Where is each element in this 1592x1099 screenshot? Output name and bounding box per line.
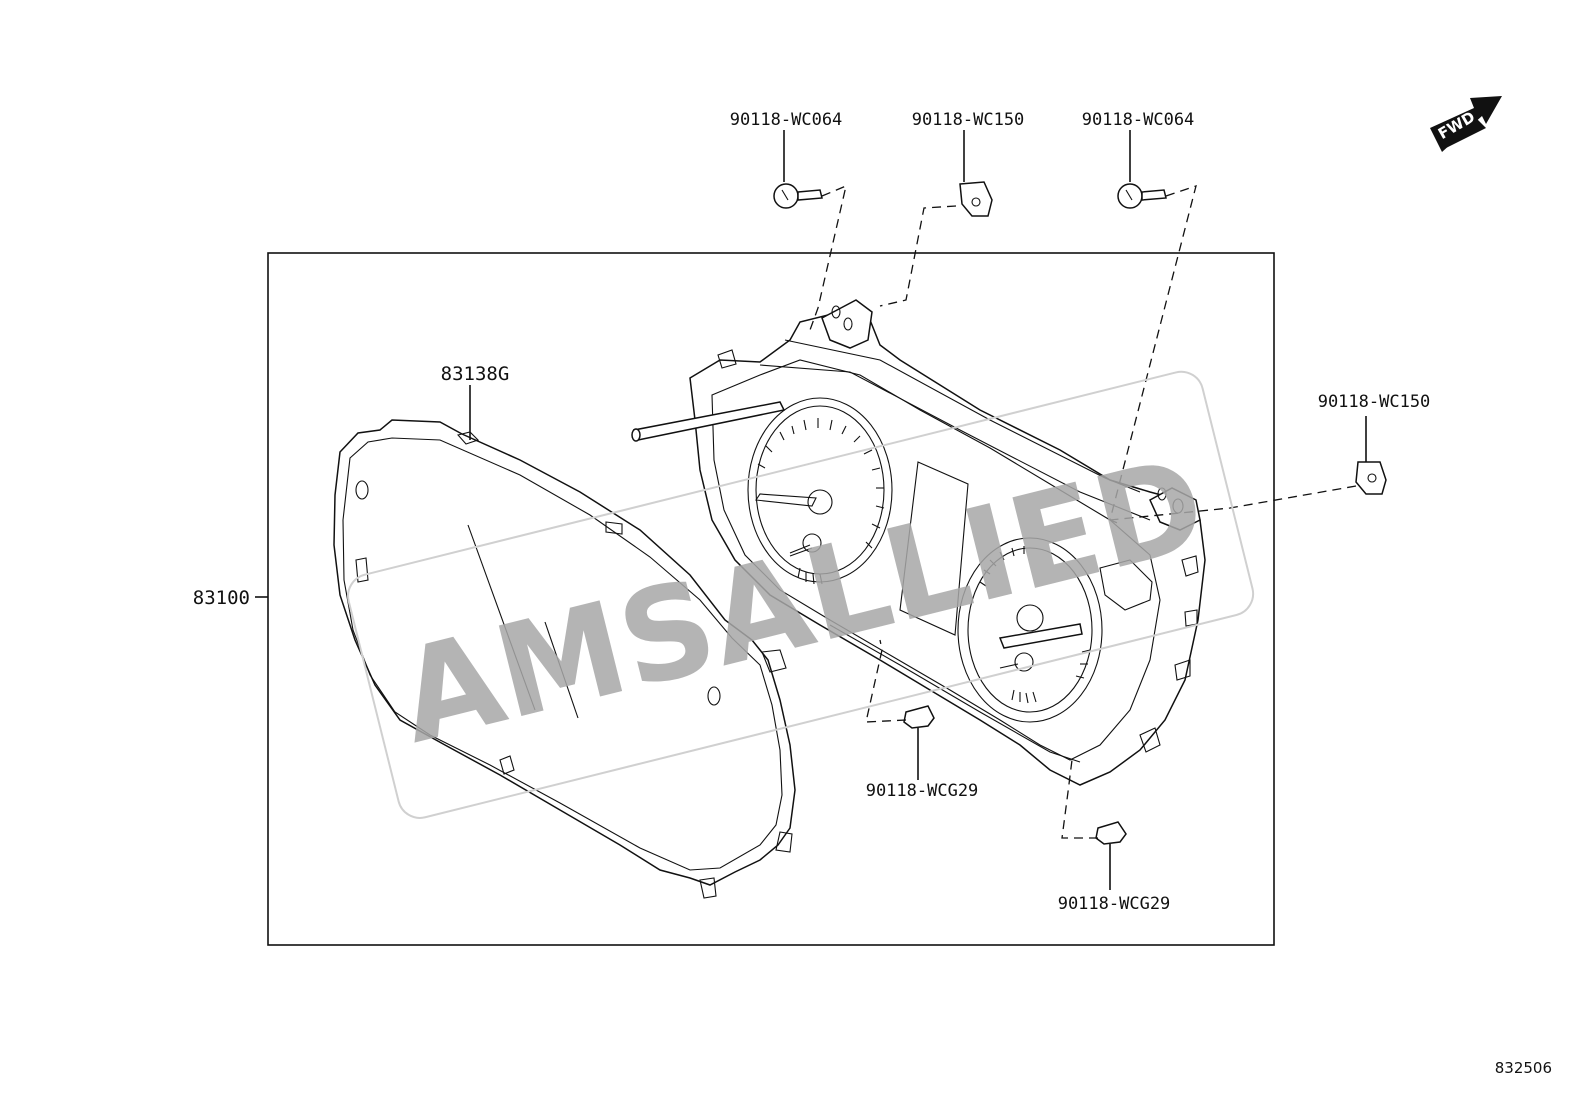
leader-lines <box>255 130 1367 890</box>
label-assembly: 83100 <box>193 587 250 609</box>
assembly-dashed-lines <box>809 184 1357 839</box>
left-gauge-ticks <box>757 418 885 585</box>
label-clip-right: 90118-WC150 <box>1318 392 1431 412</box>
label-screw-left: 90118-WC064 <box>730 110 843 130</box>
right-gauge-ticks <box>979 546 1091 704</box>
diagram-id: 832506 <box>1495 1059 1552 1077</box>
label-clip-bottom-right: 90118-WCG29 <box>1058 894 1171 914</box>
clip-bottom-center <box>903 705 935 729</box>
label-screw-right: 90118-WC064 <box>1082 110 1195 130</box>
lens-cover <box>333 419 796 899</box>
clip-right <box>1355 461 1387 495</box>
label-clip-bottom-center: 90118-WCG29 <box>866 781 979 801</box>
label-clip-top: 90118-WC150 <box>912 110 1025 130</box>
assembly-frame <box>267 252 1275 946</box>
screw-right <box>1117 183 1167 209</box>
screw-left <box>773 183 823 209</box>
fwd-arrow-icon: FWD <box>1430 96 1502 152</box>
combination-meter <box>631 299 1206 786</box>
clip-top <box>959 181 993 217</box>
clip-bottom-right <box>1095 821 1127 845</box>
label-lens: 83138G <box>441 363 510 385</box>
